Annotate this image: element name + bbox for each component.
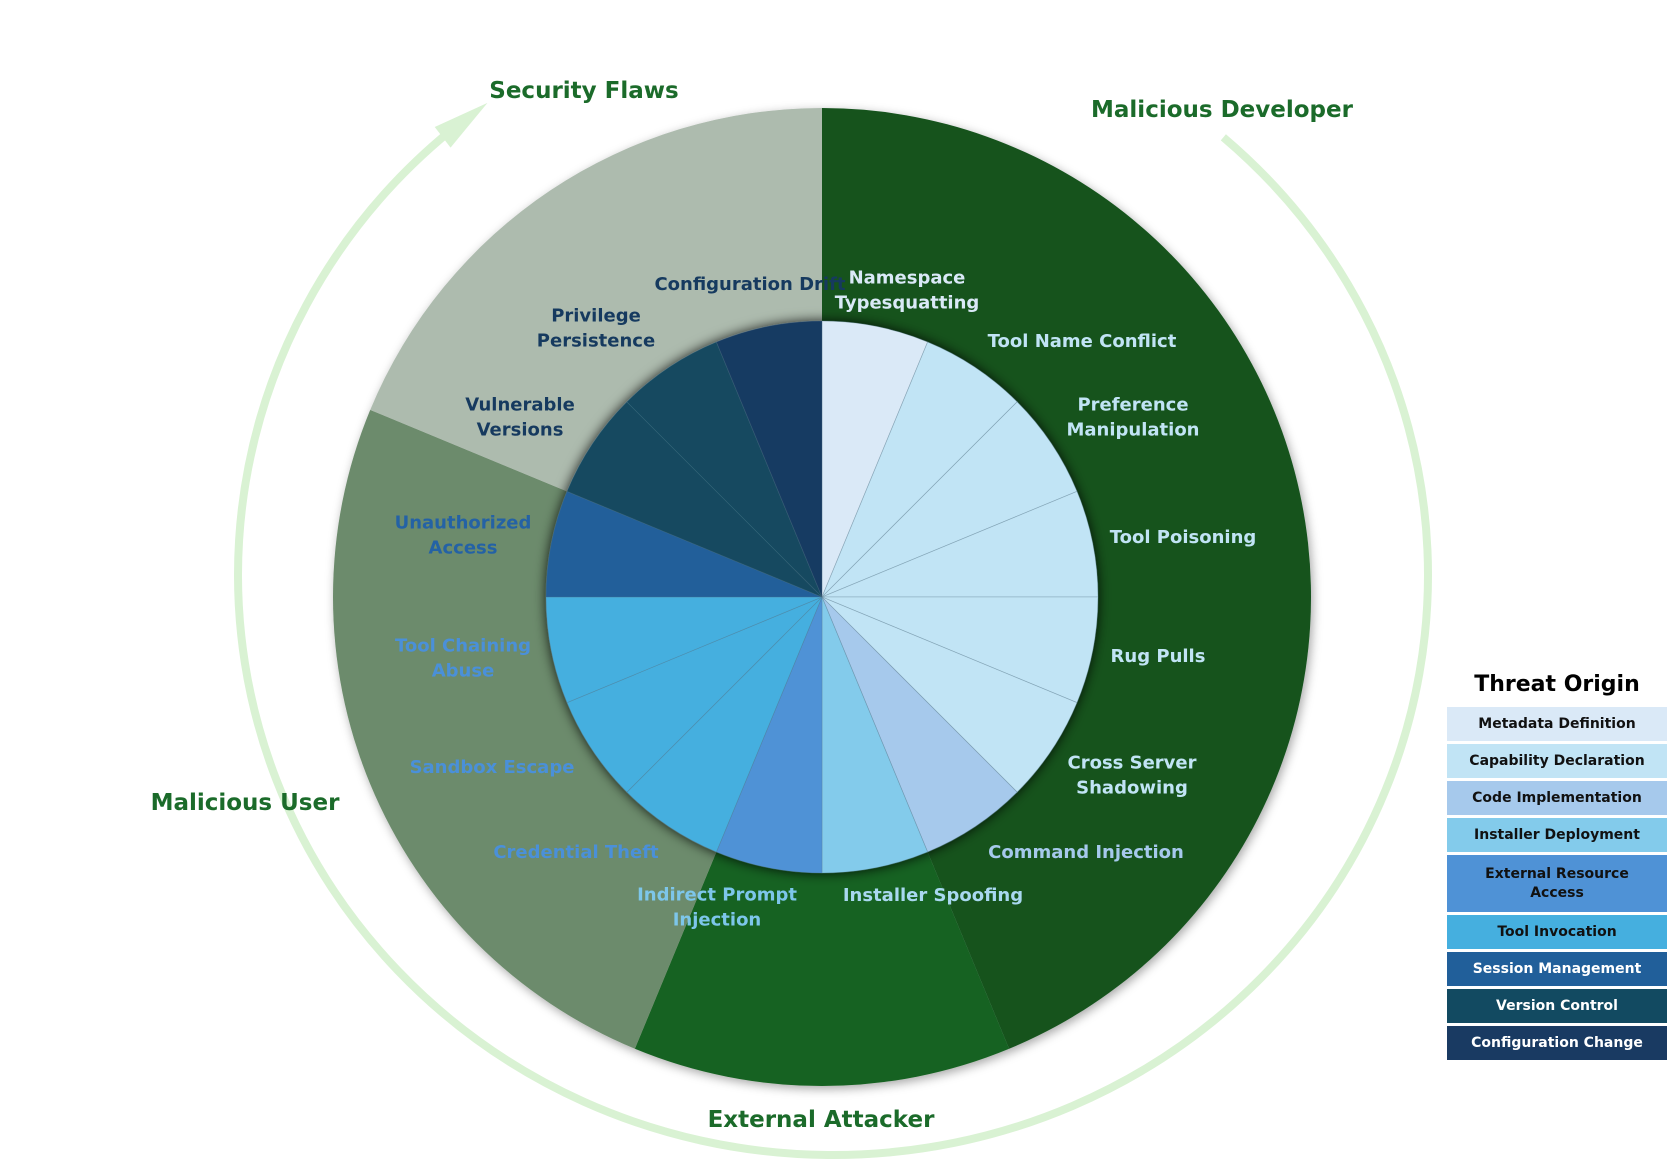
slice-label-line: Installer Spoofing: [843, 885, 1023, 906]
inner-pie: [545, 320, 1099, 874]
slice-label-tool-poisoning: Tool Poisoning: [1110, 527, 1257, 548]
pie-slice-configuration-drift: [715, 320, 823, 598]
legend-item-label: Session Management: [1472, 960, 1642, 977]
cycle-arc: [234, 127, 1432, 1159]
slice-label-line: Cross Server: [1067, 753, 1196, 774]
slice-label-line: Shadowing: [1076, 778, 1188, 799]
slice-label-line: Abuse: [432, 661, 495, 682]
slice-label-line: Tool Poisoning: [1110, 527, 1257, 548]
slice-label-line: Command Injection: [988, 842, 1184, 863]
legend-item-label: Version Control: [1496, 997, 1618, 1014]
legend-item-label: Code Implementation: [1472, 789, 1642, 806]
slice-label-line: Privilege: [551, 306, 641, 327]
legend-item-label: Metadata Definition: [1478, 715, 1636, 732]
slice-label-line: Configuration Drift: [654, 274, 845, 295]
slice-label-line: Manipulation: [1066, 420, 1199, 441]
slice-label-tool-name-conflict: Tool Name Conflict: [988, 331, 1177, 352]
legend-item-installer-deployment: Installer Deployment: [1447, 818, 1667, 852]
slice-label-sandbox-escape: Sandbox Escape: [410, 757, 575, 778]
slice-label-line: Namespace: [849, 268, 966, 289]
slice-label-command-injection: Command Injection: [988, 842, 1184, 863]
slice-label-line: Tool Chaining: [395, 636, 531, 657]
legend-item-configuration-change: Configuration Change: [1447, 1026, 1667, 1060]
slice-label-credential-theft: Credential Theft: [493, 842, 659, 863]
legend-item-label: Capability Declaration: [1469, 752, 1645, 769]
slice-label-line: Rug Pulls: [1111, 646, 1206, 667]
slice-label-line: Unauthorized: [395, 513, 532, 534]
legend-item-capability-declaration: Capability Declaration: [1447, 744, 1667, 778]
legend-item-label: Installer Deployment: [1474, 826, 1640, 843]
legend-item-version-control: Version Control: [1447, 989, 1667, 1023]
legend-title: Threat Origin: [1474, 672, 1640, 697]
slice-label-line: Versions: [477, 420, 564, 441]
slice-label-line: Injection: [673, 910, 762, 931]
legend-item-metadata-definition: Metadata Definition: [1447, 707, 1667, 741]
outer-label-security-flaws: Security Flaws: [489, 78, 678, 104]
legend-item-code-implementation: Code Implementation: [1447, 781, 1667, 815]
slice-label-line: Tool Name Conflict: [988, 331, 1177, 352]
legend-item-session-management: Session Management: [1447, 952, 1667, 986]
legend-item-label: Tool Invocation: [1497, 923, 1617, 940]
slice-label-line: Vulnerable: [465, 395, 575, 416]
cycle-arrow: [234, 102, 1432, 1159]
slice-label-installer-spoofing: Installer Spoofing: [843, 885, 1023, 906]
slice-label-line: Credential Theft: [493, 842, 659, 863]
cycle-arrowhead-icon: [434, 102, 488, 148]
slice-label-configuration-drift: Configuration Drift: [654, 274, 845, 295]
outer-label-external-attacker: External Attacker: [708, 1107, 935, 1133]
slice-label-rug-pulls: Rug Pulls: [1111, 646, 1206, 667]
outer-label-malicious-user: Malicious User: [151, 790, 341, 816]
slice-label-line: Typesquatting: [835, 293, 980, 314]
slice-label-line: Sandbox Escape: [410, 757, 575, 778]
outer-label-malicious-developer: Malicious Developer: [1091, 97, 1354, 123]
slice-label-line: Indirect Prompt: [637, 885, 797, 906]
legend-item-label: Configuration Change: [1471, 1034, 1643, 1051]
slice-label-line: Persistence: [537, 331, 655, 352]
legend-item-tool-invocation: Tool Invocation: [1447, 915, 1667, 949]
slice-label-line: Preference: [1077, 395, 1188, 416]
slice-label-line: Access: [429, 538, 498, 559]
